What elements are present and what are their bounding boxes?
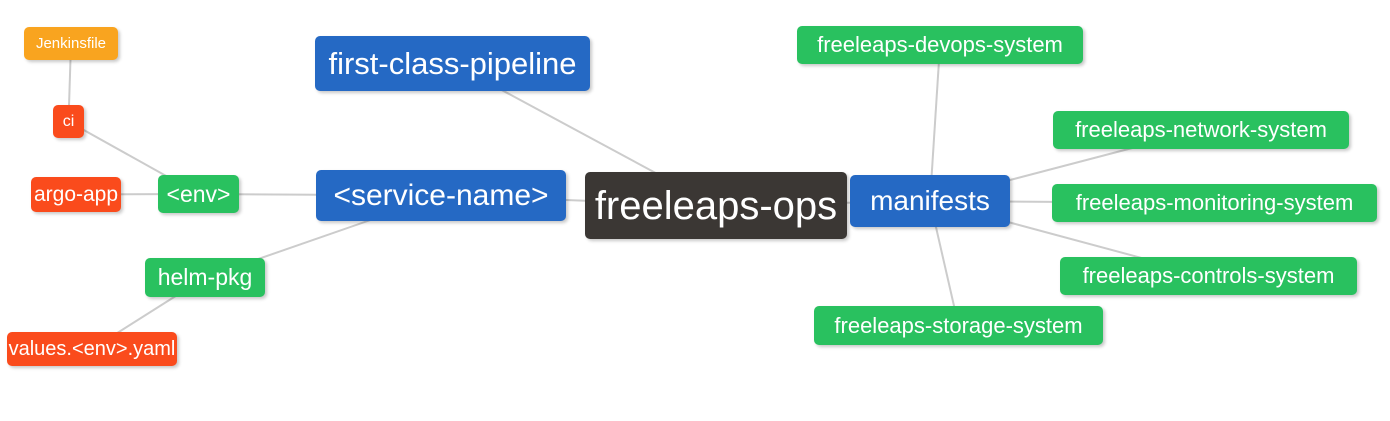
node-values-yaml[interactable]: values.<env>.yaml: [7, 332, 177, 366]
node-ci[interactable]: ci: [53, 105, 84, 138]
node-storage[interactable]: freeleaps-storage-system: [814, 306, 1103, 345]
node-service[interactable]: <service-name>: [316, 170, 566, 221]
node-fcp[interactable]: first-class-pipeline: [315, 36, 590, 91]
node-helm-pkg[interactable]: helm-pkg: [145, 258, 265, 297]
node-ops[interactable]: freeleaps-ops: [585, 172, 847, 239]
node-argo-app[interactable]: argo-app: [31, 177, 121, 212]
node-network[interactable]: freeleaps-network-system: [1053, 111, 1349, 149]
node-manifests[interactable]: manifests: [850, 175, 1010, 227]
node-controls[interactable]: freeleaps-controls-system: [1060, 257, 1357, 295]
node-jenkinsfile[interactable]: Jenkinsfile: [24, 27, 118, 60]
node-monitoring[interactable]: freeleaps-monitoring-system: [1052, 184, 1377, 222]
node-devops[interactable]: freeleaps-devops-system: [797, 26, 1083, 64]
node-env[interactable]: <env>: [158, 175, 239, 213]
